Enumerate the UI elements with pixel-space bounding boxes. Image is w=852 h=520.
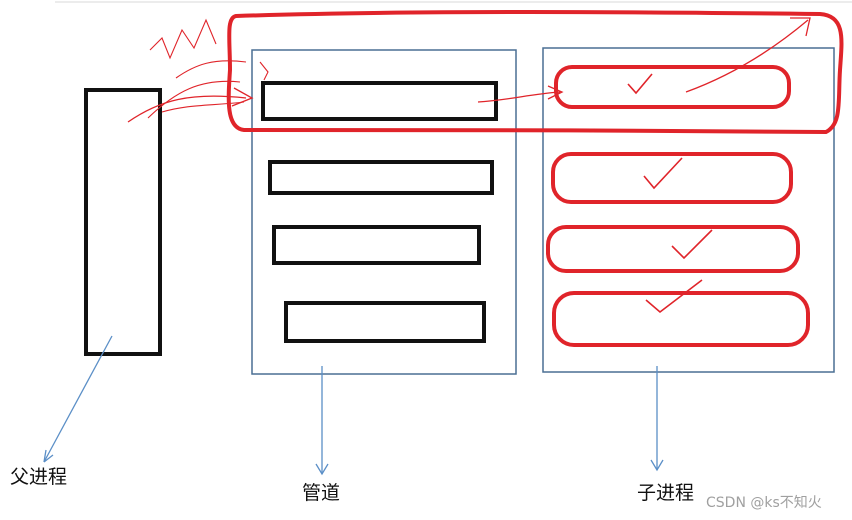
parent-process-label: 父进程 xyxy=(10,466,68,488)
pipe-slot-1 xyxy=(261,81,498,121)
arrowhead-pipe-label xyxy=(315,463,329,476)
child-slot-2 xyxy=(551,152,793,204)
pipe-label: 管道 xyxy=(302,482,341,504)
arrowhead-parent-label xyxy=(43,449,54,463)
pipe-slot-4 xyxy=(284,301,486,343)
parent-process-box xyxy=(84,88,162,356)
check-mark-3 xyxy=(671,229,713,260)
arrow-to-parent-label xyxy=(43,335,113,463)
watermark-text: CSDN @ks不知火 xyxy=(706,495,822,511)
check-mark-4 xyxy=(645,279,703,314)
check-mark-1 xyxy=(627,73,653,95)
flow-arrow-parent-to-pipe xyxy=(127,87,254,123)
flow-scribble-2 xyxy=(161,101,245,113)
flow-scribble-4 xyxy=(175,60,247,79)
flow-scribble-1 xyxy=(147,80,241,119)
highlight-outline xyxy=(226,10,844,135)
flow-scribble-3 xyxy=(149,18,217,60)
pipe-slot-2 xyxy=(268,160,494,195)
child-process-label: 子进程 xyxy=(637,482,695,504)
flow-scribble-5 xyxy=(259,61,269,81)
pipe-frame xyxy=(251,49,517,375)
pipe-slot-3 xyxy=(272,225,481,265)
child-slot-1 xyxy=(554,65,791,109)
arrowhead-child-label xyxy=(650,459,664,472)
flow-arrow-pipe-to-child xyxy=(477,85,564,103)
child-slot-4 xyxy=(552,291,810,347)
flow-arrow-up-right xyxy=(685,17,811,93)
child-slot-3 xyxy=(546,225,800,273)
check-mark-2 xyxy=(643,157,683,190)
child-process-frame xyxy=(542,47,835,373)
